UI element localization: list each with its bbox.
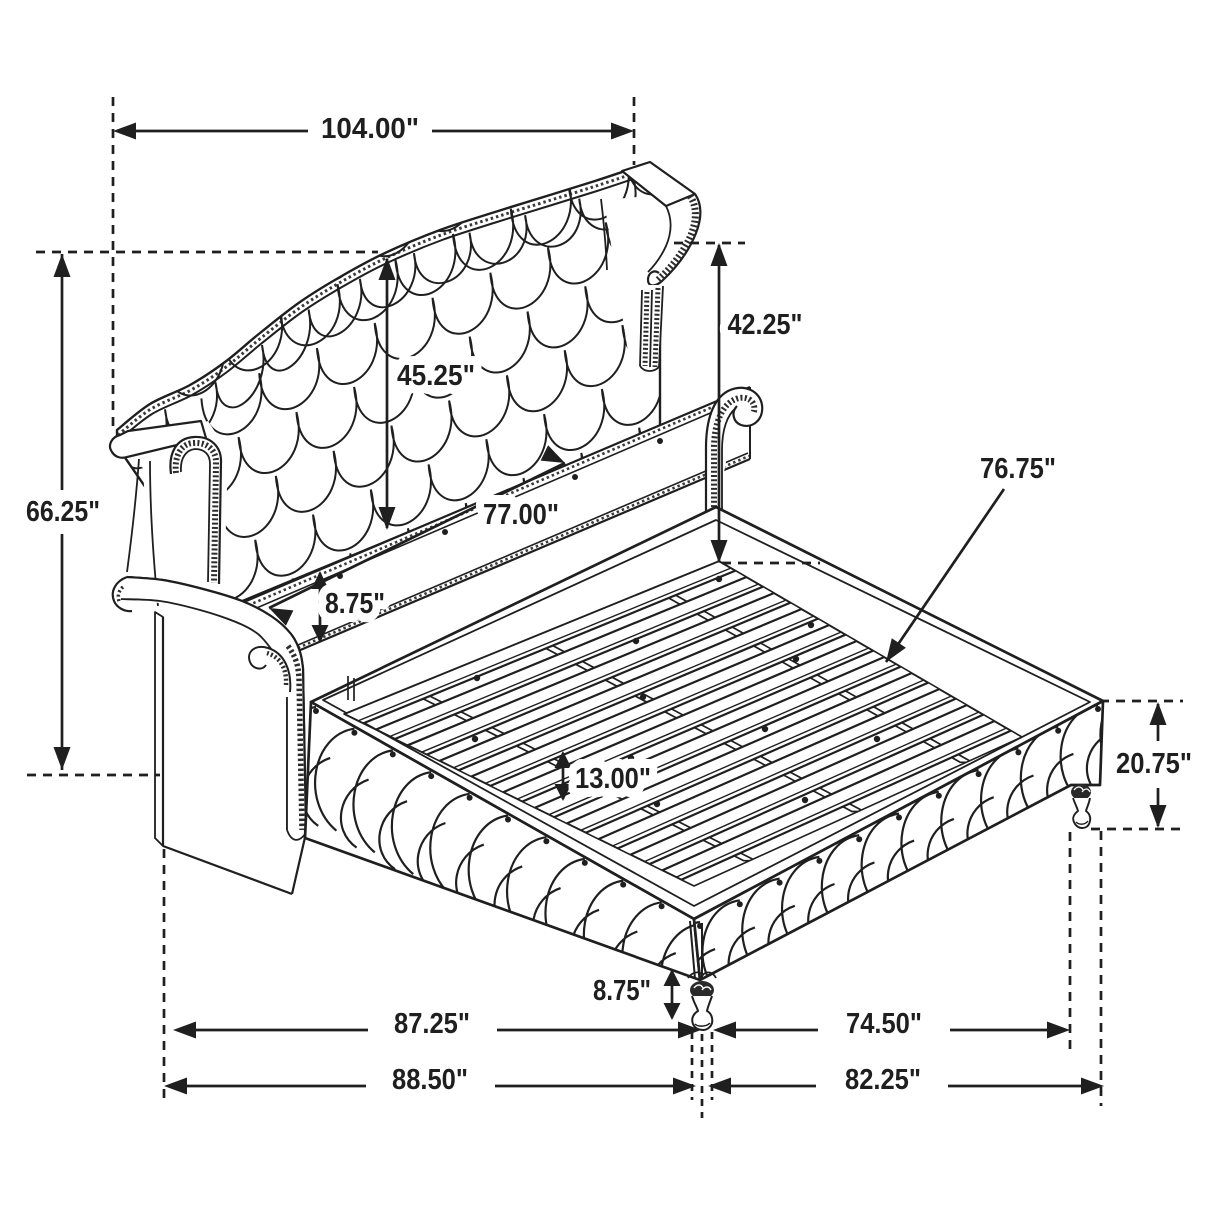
svg-text:88.50": 88.50"	[392, 1064, 468, 1096]
svg-text:42.25": 42.25"	[728, 309, 803, 341]
svg-text:66.25": 66.25"	[26, 496, 100, 528]
svg-text:8.75": 8.75"	[593, 975, 651, 1007]
svg-text:8.75": 8.75"	[325, 588, 385, 620]
svg-text:104.00": 104.00"	[321, 113, 419, 145]
svg-text:74.50": 74.50"	[846, 1008, 922, 1040]
svg-text:87.25": 87.25"	[394, 1008, 470, 1040]
svg-text:77.00": 77.00"	[483, 499, 559, 531]
svg-text:82.25": 82.25"	[845, 1064, 921, 1096]
svg-text:13.00": 13.00"	[575, 763, 651, 795]
svg-text:76.75": 76.75"	[980, 453, 1056, 485]
svg-text:20.75": 20.75"	[1116, 748, 1192, 780]
svg-text:45.25": 45.25"	[397, 360, 475, 392]
